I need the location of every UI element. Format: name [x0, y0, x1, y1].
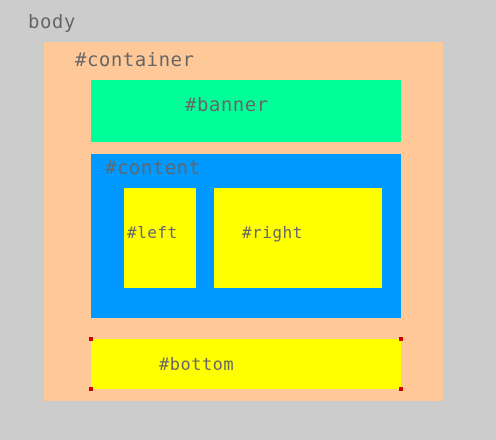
- selection-handle-bottom-right[interactable]: [399, 387, 403, 391]
- right-label: #right: [242, 223, 303, 242]
- container-box[interactable]: #container #banner #content #left #right…: [44, 42, 443, 401]
- selection-handle-top-left[interactable]: [89, 337, 93, 341]
- selection-handle-bottom-left[interactable]: [89, 387, 93, 391]
- container-label: #container: [75, 49, 195, 71]
- left-box[interactable]: #left: [124, 188, 196, 288]
- content-label: #content: [105, 157, 201, 179]
- right-box[interactable]: #right: [214, 188, 382, 288]
- banner-box[interactable]: #banner: [91, 80, 401, 142]
- body-label: body: [28, 11, 76, 33]
- content-box[interactable]: #content #left #right: [91, 154, 401, 318]
- left-label: #left: [127, 223, 178, 242]
- banner-label: #banner: [185, 94, 269, 116]
- selection-handle-top-right[interactable]: [399, 337, 403, 341]
- bottom-label: #bottom: [159, 355, 235, 375]
- bottom-box-selected[interactable]: #bottom: [89, 337, 403, 391]
